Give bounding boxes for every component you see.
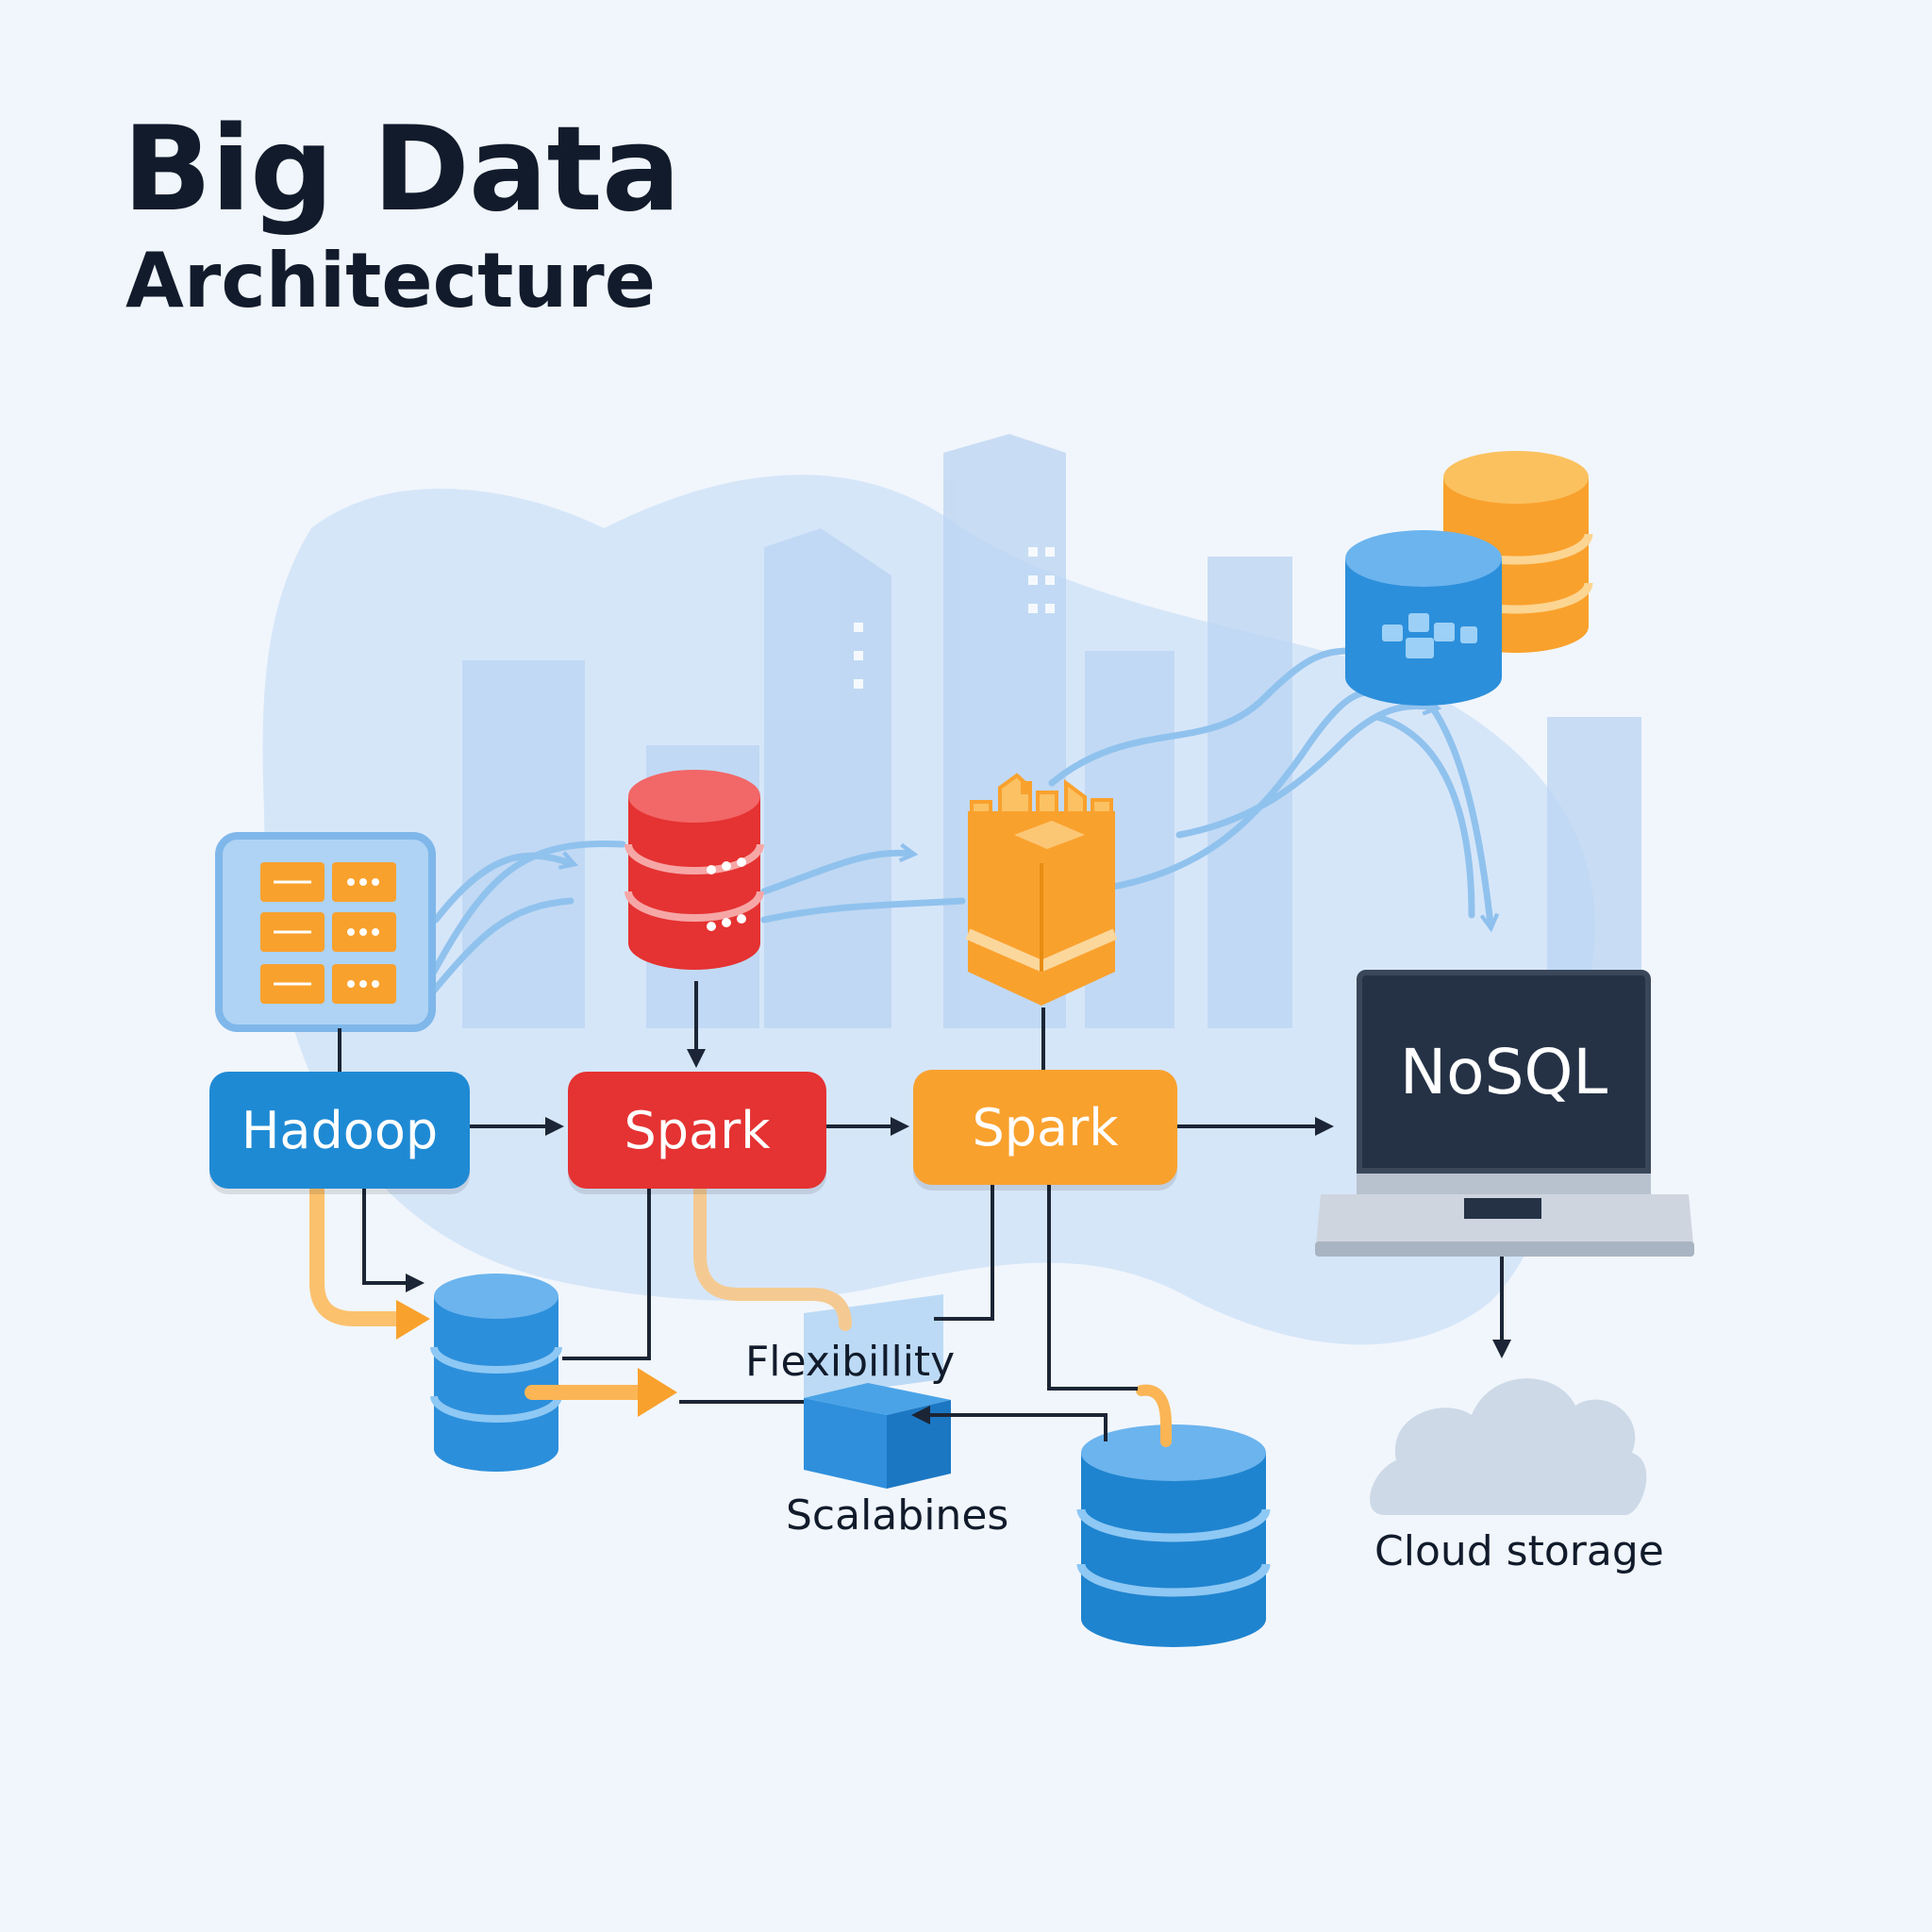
laptop-icon	[1315, 1174, 1694, 1257]
orange-flow-arrows	[309, 1183, 1172, 1447]
red-database-icon	[625, 770, 764, 970]
skyline-windows	[854, 547, 1055, 689]
spark-orange-node: Spark	[913, 1070, 1177, 1185]
database-right-icon	[1076, 1424, 1271, 1647]
spark-red-node: Spark	[568, 1072, 826, 1189]
blue-database-icon	[1345, 530, 1502, 706]
cloud-icon	[1370, 1378, 1647, 1516]
page-subtitle: Architecture	[125, 237, 656, 325]
castle-icon	[965, 773, 1118, 1006]
flexibility-label: Flexibillity	[745, 1338, 956, 1386]
scalability-label: Scalabines	[786, 1491, 1009, 1540]
server-rack-icon	[215, 832, 436, 1032]
hadoop-node: Hadoop	[209, 1072, 470, 1189]
nosql-screen: NoSQL	[1357, 970, 1651, 1174]
database-left-icon	[430, 1274, 562, 1472]
connectors	[338, 981, 1511, 1441]
page-title: Big Data	[123, 102, 681, 238]
cloud-storage-label: Cloud storage	[1374, 1527, 1664, 1575]
cube-icon	[804, 1294, 951, 1489]
